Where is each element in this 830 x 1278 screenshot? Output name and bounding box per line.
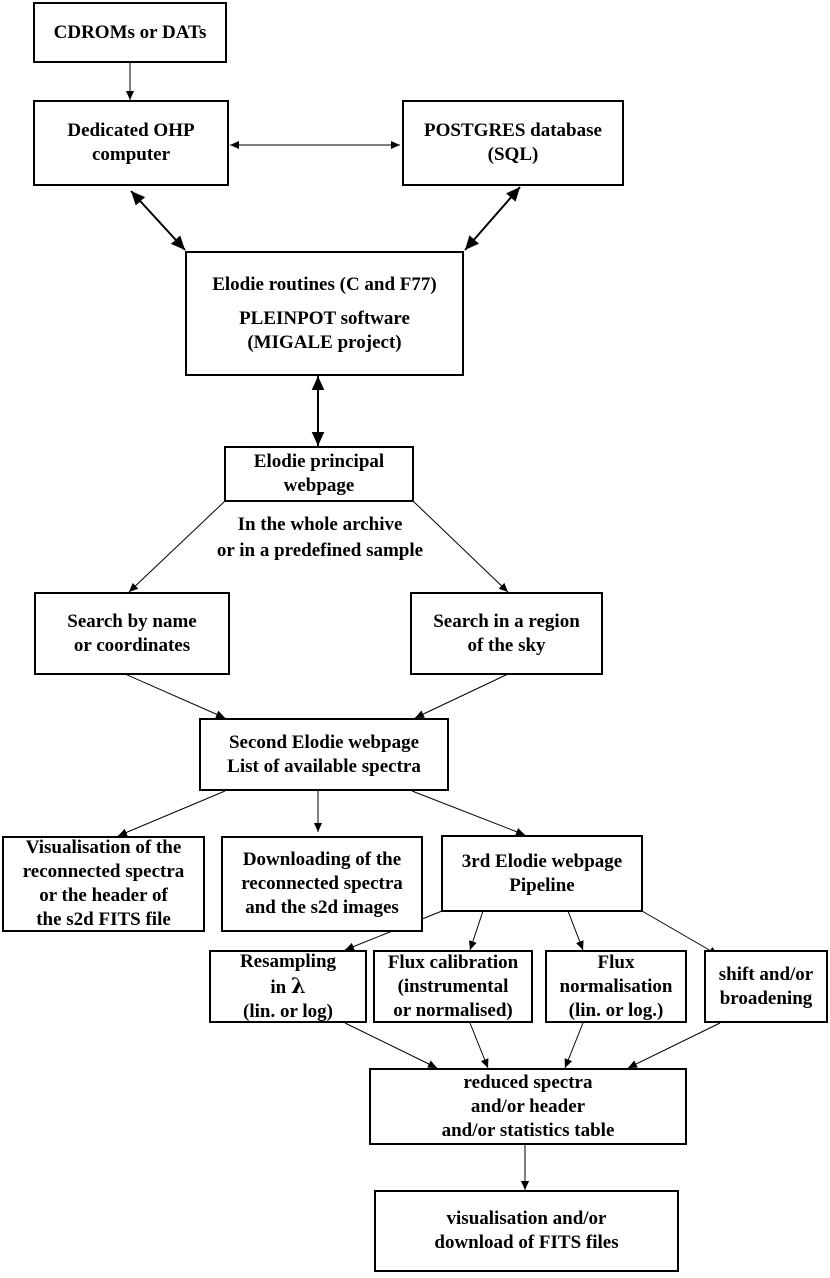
node-line: computer	[91, 144, 171, 165]
edge-postgres-elodie-routines	[464, 186, 521, 251]
edge-search-region-second	[414, 673, 509, 719]
node-line: Flux	[597, 951, 635, 973]
node-line: POSTGRES database	[424, 120, 602, 141]
edge-ohp-elodie-routines	[130, 190, 186, 251]
node-line: broadening	[719, 987, 813, 1009]
edge-second-visualisation	[117, 790, 226, 837]
node-line: the s2d FITS file	[36, 909, 171, 930]
node-flux-calibration: Flux calibration (instrumental or normal…	[373, 950, 533, 1023]
edge-search-name-second	[124, 673, 226, 719]
edge-principal-search-region	[412, 500, 509, 593]
node-line: List of available spectra	[227, 755, 421, 777]
node-line: or normalised)	[393, 999, 513, 1021]
node-line: Elodie routines (C and F77)	[212, 273, 437, 295]
node-line: (lin. or log)	[243, 1000, 333, 1022]
node-dedicated-ohp-computer: Dedicated OHP computer	[33, 100, 229, 186]
edge-label-archive: In the whole archive or in a predefined …	[150, 512, 490, 564]
edge-shift-reduced	[627, 1022, 721, 1069]
node-line: reconnected spectra	[241, 873, 403, 894]
node-line: of the sky	[467, 634, 546, 656]
node-downloading: Downloading of the reconnected spectra a…	[221, 836, 423, 932]
edge-third-flux-norm	[567, 910, 584, 951]
resampling-in-text: in	[270, 976, 287, 998]
node-visualisation: Visualisation of the reconnected spectra…	[2, 836, 205, 932]
node-line: or the header of	[39, 885, 168, 906]
node-postgres-database: POSTGRES database (SQL)	[402, 100, 624, 186]
node-line: normalisation	[559, 975, 673, 997]
node-flux-normalisation: Flux normalisation (lin. or log.)	[545, 950, 687, 1023]
node-line: download of FITS files	[434, 1232, 619, 1253]
node-cdroms: CDROMs or DATs	[33, 2, 227, 63]
edge-principal-search-name	[128, 500, 226, 593]
node-line: (MIGALE project)	[247, 331, 402, 353]
node-line: reconnected spectra	[22, 861, 185, 882]
node-line: Elodie principal	[253, 451, 385, 472]
node-line: in λ	[270, 972, 306, 1000]
node-line: Resampling	[239, 950, 337, 972]
node-line: Flux calibration	[387, 951, 519, 973]
node-elodie-routines: Elodie routines (C and F77) PLEINPOT sof…	[185, 251, 464, 376]
node-line: 3rd Elodie webpage	[461, 850, 623, 872]
label-line: In the whole archive	[237, 514, 403, 535]
node-shift-broadening: shift and/or broadening	[704, 950, 828, 1023]
node-line: (SQL)	[487, 144, 539, 165]
node-reduced-spectra: reduced spectra and/or header and/or sta…	[369, 1068, 687, 1145]
edge-third-flux-cal	[469, 910, 484, 951]
edge-flux-norm-reduced	[564, 1022, 584, 1069]
node-line: CDROMs or DATs	[53, 21, 207, 43]
node-elodie-principal-webpage: Elodie principal webpage	[224, 446, 414, 502]
node-line: and/or statistics table	[441, 1119, 615, 1141]
lambda-symbol: λ	[290, 972, 306, 998]
node-line: Pipeline	[509, 874, 575, 896]
node-search-by-name: Search by name or coordinates	[34, 592, 230, 675]
node-line: visualisation and/or	[446, 1208, 607, 1229]
node-line: or coordinates	[73, 634, 191, 656]
edge-resampling-reduced	[344, 1022, 438, 1069]
edge-flux-cal-reduced	[469, 1022, 489, 1069]
node-line: and/or header	[470, 1095, 586, 1117]
node-third-elodie-webpage: 3rd Elodie webpage Pipeline	[441, 835, 643, 912]
node-search-in-region: Search in a region of the sky	[410, 592, 603, 675]
node-line: and the s2d images	[245, 897, 399, 918]
node-line: Downloading of the	[242, 849, 402, 870]
node-line: PLEINPOT software	[239, 307, 410, 329]
node-line: reduced spectra	[463, 1071, 593, 1093]
node-line: webpage	[283, 475, 355, 496]
node-line: Search by name	[67, 610, 197, 632]
node-line: shift and/or	[718, 963, 814, 985]
edge-third-shift	[641, 910, 719, 956]
node-visualisation-download-fits: visualisation and/or download of FITS fi…	[374, 1190, 679, 1272]
edge-second-third	[411, 790, 526, 836]
node-line: Second Elodie webpage	[228, 731, 420, 753]
node-line: Search in a region	[433, 610, 580, 632]
node-line: Visualisation of the	[25, 837, 182, 858]
node-second-elodie-webpage: Second Elodie webpage List of available …	[199, 718, 449, 791]
node-line: (lin. or log.)	[568, 999, 664, 1021]
node-line: Dedicated OHP	[67, 120, 195, 141]
node-resampling: Resampling in λ (lin. or log)	[209, 950, 367, 1023]
label-line: or in a predefined sample	[216, 540, 424, 561]
node-line: (instrumental	[397, 975, 509, 997]
